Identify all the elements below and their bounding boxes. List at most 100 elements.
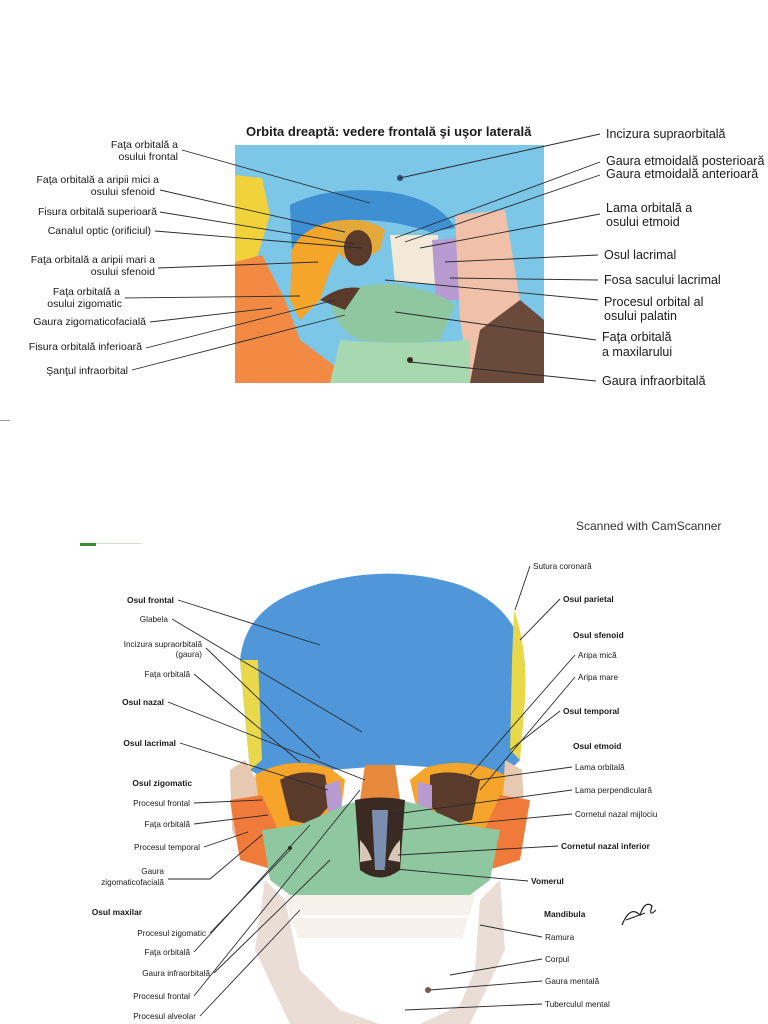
label-infraorbital-groove: Şanţul infraorbital bbox=[46, 365, 128, 377]
netter-signature bbox=[621, 903, 657, 926]
camscanner-watermark: Scanned with CamScanner bbox=[576, 519, 722, 533]
label-ethmoid-bone: Osul etmoid bbox=[573, 741, 621, 751]
label-ramus: Ramura bbox=[545, 933, 575, 942]
skull-right-ethmoid bbox=[418, 782, 432, 812]
label-zygomaticofacial-2: zigomaticofacială bbox=[101, 878, 164, 887]
scan-green-mark bbox=[80, 543, 96, 546]
label-superior-fissure: Fisura orbitală superioară bbox=[38, 206, 157, 218]
label-maxilla-orbital-face-2: a maxilarului bbox=[602, 345, 672, 359]
orbit-left-labels: Faţa orbitală a osului frontal Faţa orbi… bbox=[29, 139, 178, 377]
orbit-right-labels: Incizura supraorbitală Gaura etmoidală p… bbox=[602, 127, 764, 388]
orbit-inferior-fissure bbox=[320, 287, 360, 310]
label-greater-wing-2: Aripa mare bbox=[578, 673, 618, 682]
label-glabella: Glabela bbox=[140, 615, 169, 624]
label-perpendicular-plate: Lama perpendiculară bbox=[575, 786, 652, 795]
orbit-greater-wing bbox=[290, 222, 345, 320]
skull-right-parietal-edge bbox=[510, 610, 526, 760]
label-frontal-orbital-face: Faţa orbitală bbox=[144, 670, 190, 679]
label-zygomatic-bone: Osul zigomatic bbox=[132, 778, 192, 788]
label-lesser-wing-2: Aripa mică bbox=[578, 651, 617, 660]
orbit-left-sphenoid bbox=[235, 175, 270, 265]
skull-mental-foramen bbox=[425, 987, 431, 993]
skull-left-leaders bbox=[167, 599, 366, 1017]
label-frontal-bone: Osul frontal bbox=[127, 595, 174, 605]
label-supraorbital-foramen: (gaura) bbox=[176, 650, 203, 659]
skull-right-orbit-cavity bbox=[430, 772, 480, 825]
label-lacrimal-bone-2: Osul lacrimal bbox=[123, 738, 176, 748]
label-orbital-face-zygomatic-2: osului zigomatic bbox=[47, 298, 122, 310]
label-zygomaticofacial-foramen: Gaura zigomaticofacială bbox=[33, 316, 146, 328]
label-inferior-fissure: Fisura orbitală inferioară bbox=[29, 341, 142, 353]
label-mental-tubercle: Tuberculul mental bbox=[545, 1000, 610, 1009]
scan-edge-mark bbox=[0, 420, 10, 421]
label-maxilla-zygomatic-process: Procesul zigomatic bbox=[137, 929, 206, 938]
skull-left-orbit-cavity bbox=[280, 772, 330, 825]
orbit-figure-title: Orbita dreaptă: vedere frontală şi uşor … bbox=[246, 124, 532, 139]
skull-inferior-concha-right bbox=[388, 840, 400, 862]
label-zygomaticofacial-1: Gaura bbox=[141, 867, 164, 876]
skull-lower-teeth bbox=[292, 918, 468, 938]
label-orbital-face-zygomatic: Faţa orbitală a bbox=[53, 286, 120, 298]
orbit-illustration bbox=[235, 145, 544, 383]
label-temporal-bone: Osul temporal bbox=[563, 706, 619, 716]
label-maxilla-frontal-process: Procesul frontal bbox=[133, 992, 190, 1001]
skull-inferior-concha-left bbox=[360, 840, 372, 862]
orbit-ethmoid-plate bbox=[390, 235, 440, 285]
orbit-nasal-cavity bbox=[470, 300, 544, 383]
orbit-right-leaders bbox=[384, 133, 601, 382]
label-supraorbital-notch: Incizura supraorbitală bbox=[606, 127, 726, 141]
label-supraorbital-notch-2: Incizura supraorbitală bbox=[124, 640, 203, 649]
label-maxilla-alveolar-process: Procesul alveolar bbox=[133, 1012, 196, 1021]
skull-right-labels: Sutura coronară Osul parietal Osul sfeno… bbox=[531, 562, 658, 1009]
label-lacrimal-bone: Osul lacrimal bbox=[604, 248, 676, 262]
label-optic-canal: Canalul optic (orificiul) bbox=[48, 225, 151, 237]
label-mandible: Mandibula bbox=[544, 909, 586, 919]
label-lesser-wing: Faţa orbitală a aripii mici a bbox=[36, 174, 159, 186]
label-maxilla-orbital-face-2: Faţa orbitală bbox=[144, 948, 190, 957]
orbit-figure: Orbita dreaptă: vedere frontală şi uşor … bbox=[29, 124, 765, 388]
label-anterior-ethmoidal: Gaura etmoidală anterioară bbox=[606, 167, 758, 181]
label-maxilla-orbital-face: Faţa orbitală bbox=[602, 330, 672, 344]
label-ethmoid-orbital-plate-2: osului etmoid bbox=[606, 215, 680, 229]
label-coronal-suture: Sutura coronară bbox=[533, 562, 592, 571]
skull-vomer bbox=[372, 810, 388, 870]
skull-figure: Osul frontal Glabela Incizura supraorbit… bbox=[92, 562, 658, 1024]
label-lacrimal-sac-fossa: Fosa sacului lacrimal bbox=[604, 273, 721, 287]
label-parietal-bone: Osul parietal bbox=[563, 594, 614, 604]
label-maxilla: Osul maxilar bbox=[92, 907, 143, 917]
skull-mandible bbox=[255, 880, 505, 1024]
skull-right-leaders bbox=[383, 565, 576, 1011]
skull-zygomaticofacial-foramen bbox=[288, 846, 292, 850]
label-mental-foramen: Gaura mentală bbox=[545, 977, 600, 986]
label-posterior-ethmoidal: Gaura etmoidală posterioară bbox=[606, 154, 764, 168]
orbit-maxilla-face bbox=[330, 340, 470, 383]
label-greater-wing-2: osului sfenoid bbox=[91, 266, 155, 278]
label-zygomatic-orbital-face: Faţa orbitală bbox=[144, 820, 190, 829]
skull-left-ethmoid bbox=[325, 780, 342, 812]
label-orbital-face-frontal-2: osului frontal bbox=[118, 151, 178, 163]
label-zygomatic-temporal-process: Procesul temporal bbox=[134, 843, 200, 852]
label-infraorbital-foramen: Gaura infraorbitală bbox=[602, 374, 706, 388]
label-middle-concha: Cornetul nazal mijlociu bbox=[575, 810, 658, 819]
label-greater-wing: Faţa orbitală a aripii mari a bbox=[31, 254, 155, 266]
orbit-infraorbital-foramen bbox=[407, 357, 413, 363]
orbit-zygomatic-outer bbox=[235, 255, 380, 383]
label-zygomatic-frontal-process: Procesul frontal bbox=[133, 799, 190, 808]
skull-left-labels: Osul frontal Glabela Incizura supraorbit… bbox=[92, 595, 211, 1021]
scan-green-mark-trail bbox=[96, 543, 142, 544]
orbit-lacrimal bbox=[432, 238, 460, 300]
label-sphenoid-bone: Osul sfenoid bbox=[573, 630, 624, 640]
label-vomer: Vomerul bbox=[531, 876, 564, 886]
label-orbital-face-frontal: Faţa orbitală a bbox=[111, 139, 178, 151]
skull-frontal-bone bbox=[240, 573, 525, 785]
orbit-frontal-roof bbox=[290, 190, 455, 250]
label-body: Corpul bbox=[545, 955, 569, 964]
skull-left-parietal-edge bbox=[240, 660, 262, 770]
orbit-maxilla-floor bbox=[330, 284, 455, 343]
label-palatine-orbital-process-2: osului palatin bbox=[604, 309, 677, 323]
label-nasal-bone: Osul nazal bbox=[122, 697, 164, 707]
label-inferior-concha: Cornetul nazal inferior bbox=[561, 841, 651, 851]
label-ethmoid-orbital-plate: Lama orbitală a bbox=[606, 201, 692, 215]
